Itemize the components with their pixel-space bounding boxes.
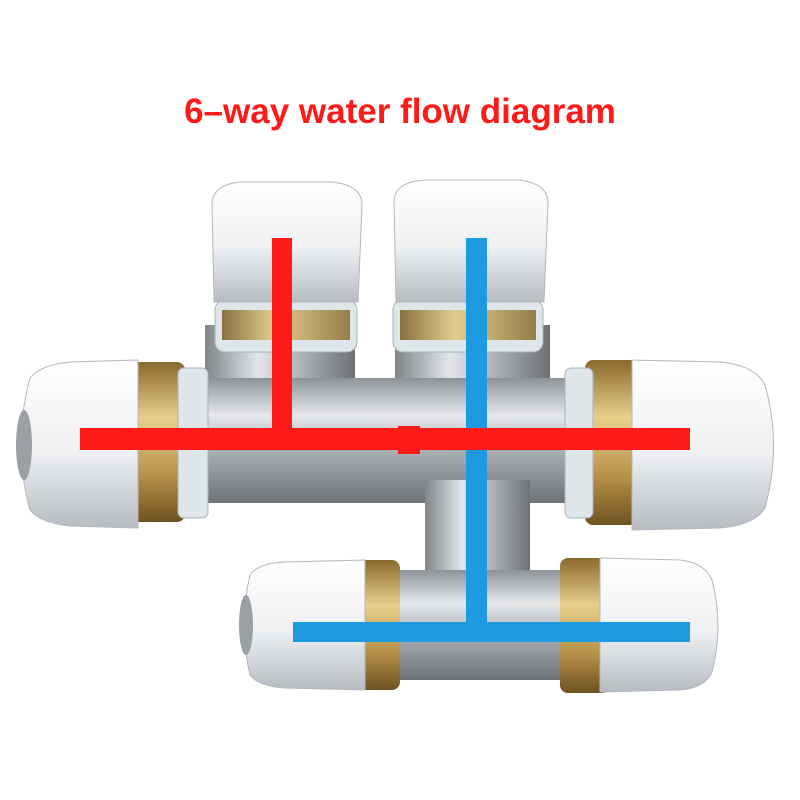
hot-flow-main-line bbox=[80, 428, 690, 450]
upper-left-port bbox=[16, 410, 32, 480]
upper-right-cap bbox=[631, 359, 774, 531]
cold-flow-riser-lower bbox=[466, 450, 487, 640]
hot-flow-riser bbox=[272, 238, 292, 448]
cold-flow-riser-upper bbox=[466, 238, 487, 428]
hot-flow bbox=[80, 238, 690, 454]
diagram-title: 6–way water flow diagram bbox=[184, 92, 616, 131]
upper-left-fitting bbox=[16, 359, 209, 529]
cold-flow bbox=[293, 238, 690, 642]
lower-left-port bbox=[239, 595, 253, 655]
cold-flow-bottom-line bbox=[293, 622, 690, 642]
hot-flow-junction bbox=[398, 426, 420, 454]
upper-right-fitting bbox=[564, 359, 774, 531]
